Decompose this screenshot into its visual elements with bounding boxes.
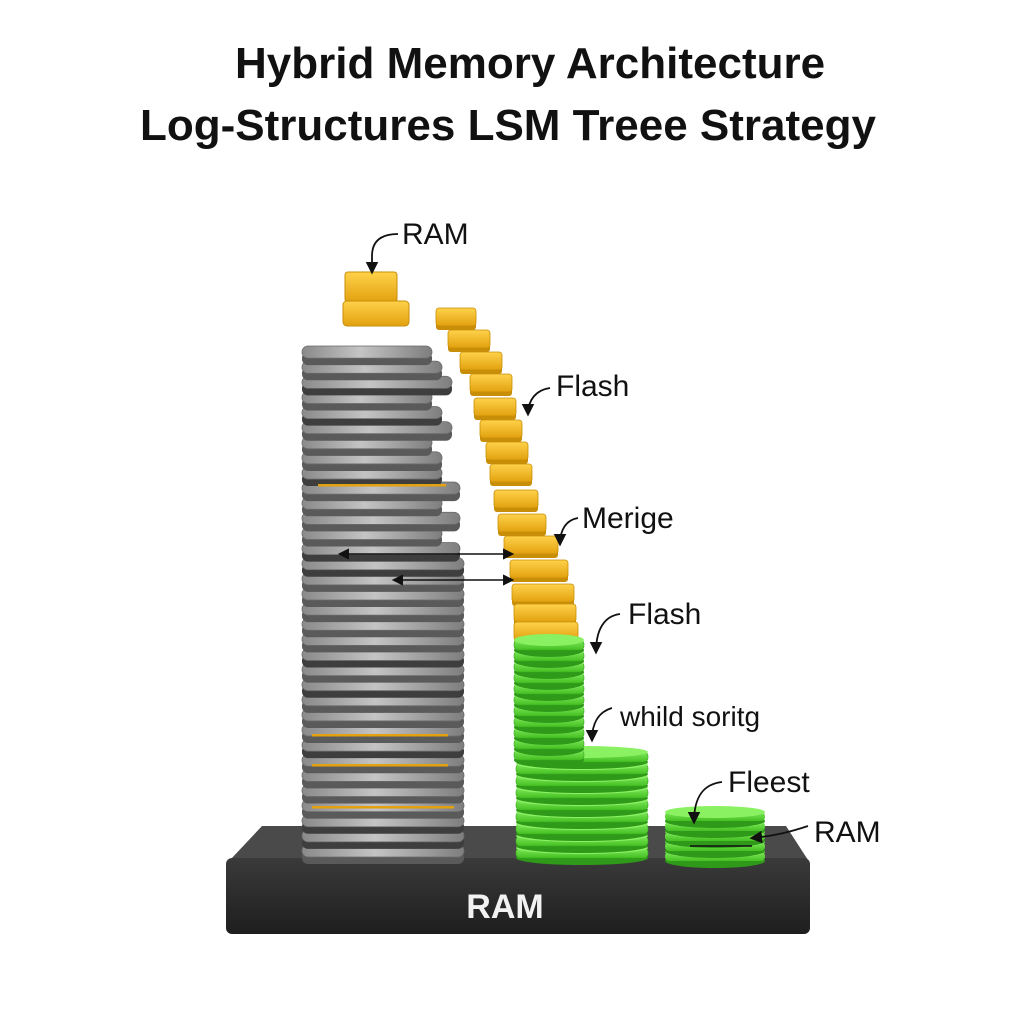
gold-block xyxy=(473,397,517,417)
small-green-disc-top xyxy=(665,806,765,818)
small-green-stack xyxy=(665,806,765,868)
label-sorting: whild soritg xyxy=(619,701,760,732)
callout-merge: Merige xyxy=(553,502,674,547)
green-disc-top xyxy=(514,634,584,646)
label-merge: Merige xyxy=(582,502,674,535)
gold-block xyxy=(447,329,491,349)
gold-block xyxy=(511,583,575,603)
gray-accent-line xyxy=(312,734,448,737)
base-label: RAM xyxy=(466,888,543,926)
gold-block xyxy=(485,441,529,461)
gold-block xyxy=(513,603,577,623)
gold-block xyxy=(509,559,569,579)
callout-flash-2: Flash xyxy=(589,598,701,655)
gray-accent-line xyxy=(312,764,448,767)
flash-block-chain xyxy=(435,307,579,644)
title-line-2: Log-Structures LSM Treee Strategy xyxy=(140,101,876,150)
callout-sorting: whild soritg xyxy=(585,701,760,743)
gray-disc-stack xyxy=(301,345,465,864)
gold-block xyxy=(469,373,513,393)
ram-top-blocks xyxy=(342,271,410,327)
title-line-1: Hybrid Memory Architecture xyxy=(235,39,826,88)
gray-accent-line xyxy=(312,806,454,809)
label-flash-2: Flash xyxy=(628,598,701,631)
gold-block xyxy=(459,351,503,371)
gold-block xyxy=(493,489,539,509)
gold-block xyxy=(503,535,559,555)
callout-fleest: Fleest xyxy=(687,766,810,825)
callout-flash-1: Flash xyxy=(521,370,629,417)
label-ram-right: RAM xyxy=(814,816,881,849)
label-ram-top: RAM xyxy=(402,218,469,251)
merge-arrows xyxy=(337,548,515,586)
label-fleest: Fleest xyxy=(728,766,810,799)
gold-block xyxy=(435,307,477,327)
gold-block xyxy=(489,463,533,483)
label-flash-1: Flash xyxy=(556,370,629,403)
callout-ram-right: RAM xyxy=(690,816,881,849)
green-disc-stack xyxy=(513,634,649,865)
gold-block xyxy=(497,513,547,533)
callout-ram-top: RAM xyxy=(365,218,469,275)
gray-accent-line xyxy=(318,484,446,487)
gray-disc xyxy=(301,345,433,359)
gold-block xyxy=(479,419,523,439)
